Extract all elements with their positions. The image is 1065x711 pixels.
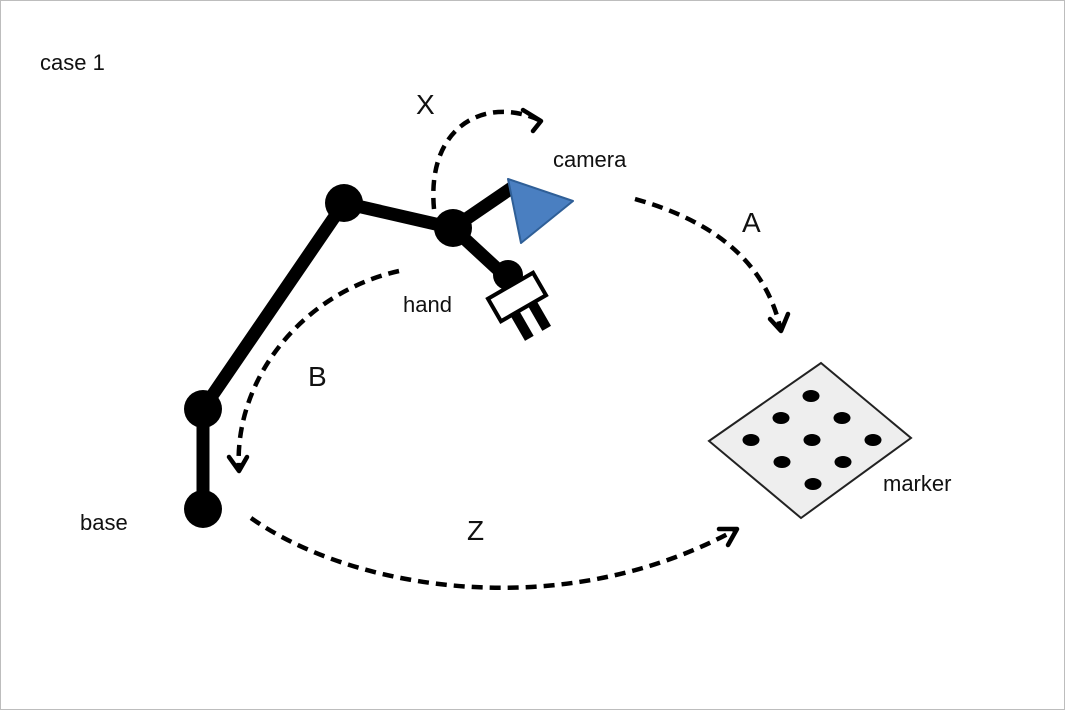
marker-dot-icon bbox=[834, 456, 852, 468]
marker-dot-icon bbox=[742, 434, 760, 446]
marker-dots bbox=[742, 390, 882, 490]
case-label: case 1 bbox=[40, 50, 105, 75]
arrow-x-label: X bbox=[416, 89, 435, 120]
arrow-b-head bbox=[226, 454, 250, 474]
joint-icon-1 bbox=[184, 390, 222, 428]
marker-dot-icon bbox=[804, 478, 822, 490]
camera-label: camera bbox=[553, 147, 627, 172]
camera-icon bbox=[507, 178, 574, 244]
hand-label: hand bbox=[403, 292, 452, 317]
gripper-icon bbox=[485, 270, 551, 341]
transform-arrows bbox=[236, 109, 784, 590]
arrow-a bbox=[634, 196, 784, 332]
marker-board bbox=[707, 361, 913, 520]
arrow-b bbox=[236, 268, 400, 472]
arrow-z-head bbox=[716, 526, 740, 548]
robot-arm bbox=[184, 178, 574, 528]
marker-dot-icon bbox=[773, 456, 791, 468]
arrow-b-label: B bbox=[308, 361, 327, 392]
arrow-x bbox=[431, 109, 543, 210]
marker-dot-icon bbox=[802, 390, 820, 402]
arrow-heads bbox=[226, 107, 791, 548]
arm-link-lower bbox=[196, 196, 351, 416]
arrow-x-head bbox=[520, 107, 544, 134]
arrow-z-label: Z bbox=[467, 515, 485, 546]
marker-dot-icon bbox=[864, 434, 882, 446]
base-label: base bbox=[80, 510, 128, 535]
base-joint-icon bbox=[184, 490, 222, 528]
marker-dot-icon bbox=[833, 412, 851, 424]
marker-dot-icon bbox=[772, 412, 790, 424]
joint-icon-2 bbox=[325, 184, 363, 222]
arrow-a-label: A bbox=[742, 207, 761, 238]
marker-dot-icon bbox=[803, 434, 821, 446]
arrow-a-head bbox=[767, 311, 791, 334]
arrow-z bbox=[249, 516, 739, 590]
hand-joint-icon bbox=[434, 209, 472, 247]
marker-label: marker bbox=[883, 471, 952, 496]
